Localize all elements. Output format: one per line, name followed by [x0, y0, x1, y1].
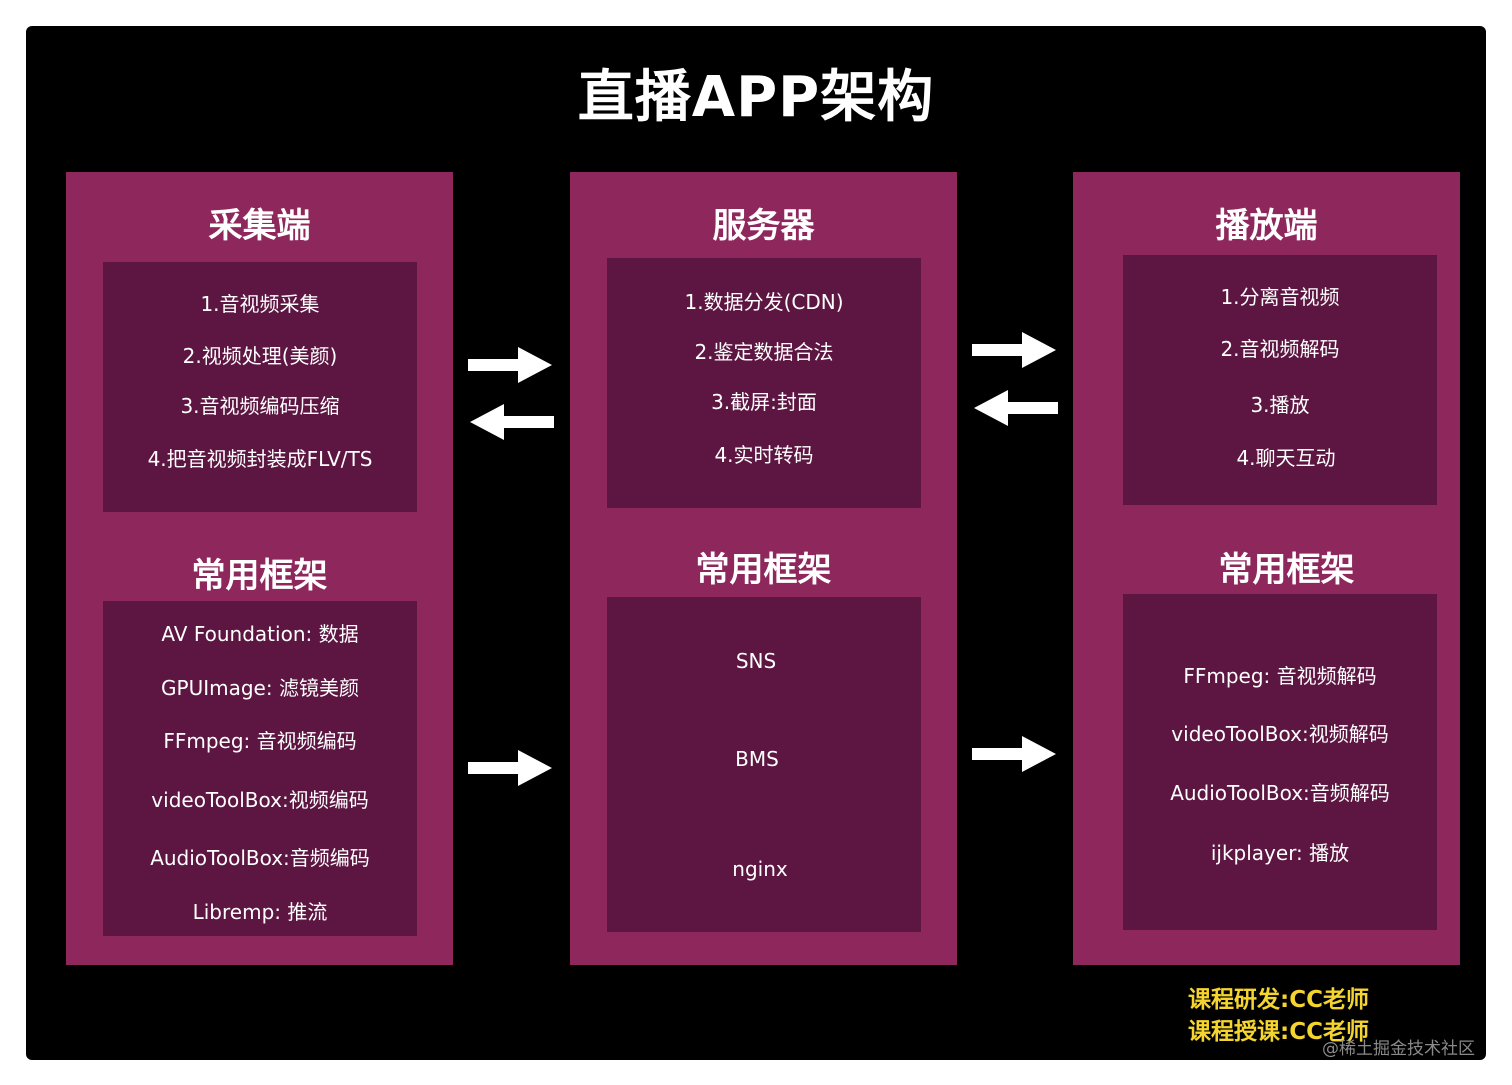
- watermark: @稀土掘金技术社区: [1322, 1039, 1475, 1059]
- server-step: 2.鉴定数据合法: [694, 340, 834, 364]
- server-framework-heading: 常用框架: [695, 550, 832, 590]
- player-framework: videoToolBox:视频解码: [1171, 722, 1389, 746]
- capture-framework: AV Foundation: 数据: [161, 622, 359, 646]
- capture-step: 4.把音视频封装成FLV/TS: [147, 447, 373, 471]
- server-heading: 服务器: [712, 206, 815, 246]
- player-step: 3.播放: [1250, 393, 1310, 417]
- player-framework: FFmpeg: 音视频解码: [1183, 664, 1377, 688]
- capture-step: 3.音视频编码压缩: [180, 394, 340, 418]
- arrow-left-icon: [470, 404, 554, 440]
- player-heading: 播放端: [1215, 206, 1318, 246]
- arrow-right-icon: [468, 347, 552, 383]
- credit-line: 课程研发:CC老师: [1188, 987, 1369, 1013]
- server-framework: SNS: [735, 649, 777, 673]
- credits: 课程研发:CC老师 课程授课:CC老师: [1188, 984, 1369, 1048]
- capture-steps-panel: 1.音视频采集 2.视频处理(美颜) 3.音视频编码压缩 4.把音视频封装成FL…: [103, 262, 417, 512]
- capture-framework: Libremp: 推流: [192, 900, 328, 924]
- server-column: 服务器 1.数据分发(CDN) 2.鉴定数据合法 3.截屏:封面 4.实时转码 …: [570, 172, 957, 965]
- capture-framework: GPUImage: 滤镜美颜: [161, 676, 359, 700]
- server-frameworks-panel: SNS BMS nginx: [607, 597, 921, 932]
- capture-frameworks-panel: AV Foundation: 数据 GPUImage: 滤镜美颜 FFmpeg:…: [103, 601, 417, 936]
- server-step: 3.截屏:封面: [711, 390, 817, 414]
- server-steps-panel: 1.数据分发(CDN) 2.鉴定数据合法 3.截屏:封面 4.实时转码: [607, 258, 921, 508]
- arrow-left-icon: [974, 390, 1058, 426]
- player-frameworks-panel: FFmpeg: 音视频解码 videoToolBox:视频解码 AudioToo…: [1123, 594, 1437, 930]
- capture-step: 2.视频处理(美颜): [182, 344, 338, 368]
- diagram-title: 直播APP架构: [577, 65, 935, 130]
- server-framework: nginx: [732, 857, 788, 881]
- server-step: 1.数据分发(CDN): [684, 290, 844, 314]
- capture-framework-heading: 常用框架: [191, 556, 328, 596]
- capture-heading: 采集端: [208, 206, 311, 246]
- player-steps-panel: 1.分离音视频 2.音视频解码 3.播放 4.聊天互动: [1123, 255, 1437, 505]
- capture-framework: AudioToolBox:音频编码: [150, 846, 370, 870]
- player-framework-heading: 常用框架: [1218, 550, 1355, 590]
- player-step: 2.音视频解码: [1220, 337, 1340, 361]
- server-step: 4.实时转码: [714, 443, 814, 467]
- player-step: 1.分离音视频: [1220, 285, 1340, 309]
- arrow-right-icon: [468, 750, 552, 786]
- player-framework: ijkplayer: 播放: [1210, 841, 1350, 865]
- player-column: 播放端 1.分离音视频 2.音视频解码 3.播放 4.聊天互动 常用框架 FFm…: [1073, 172, 1460, 965]
- capture-framework: videoToolBox:视频编码: [151, 788, 369, 812]
- player-step: 4.聊天互动: [1236, 446, 1336, 470]
- capture-framework: FFmpeg: 音视频编码: [163, 729, 357, 753]
- arrow-right-icon: [972, 332, 1056, 368]
- capture-step: 1.音视频采集: [200, 292, 320, 316]
- arrow-right-icon: [972, 736, 1056, 772]
- capture-column: 采集端 1.音视频采集 2.视频处理(美颜) 3.音视频编码压缩 4.把音视频封…: [66, 172, 453, 965]
- credit-line: 课程授课:CC老师: [1188, 1019, 1369, 1045]
- server-framework: BMS: [735, 747, 779, 771]
- player-framework: AudioToolBox:音频解码: [1170, 781, 1390, 805]
